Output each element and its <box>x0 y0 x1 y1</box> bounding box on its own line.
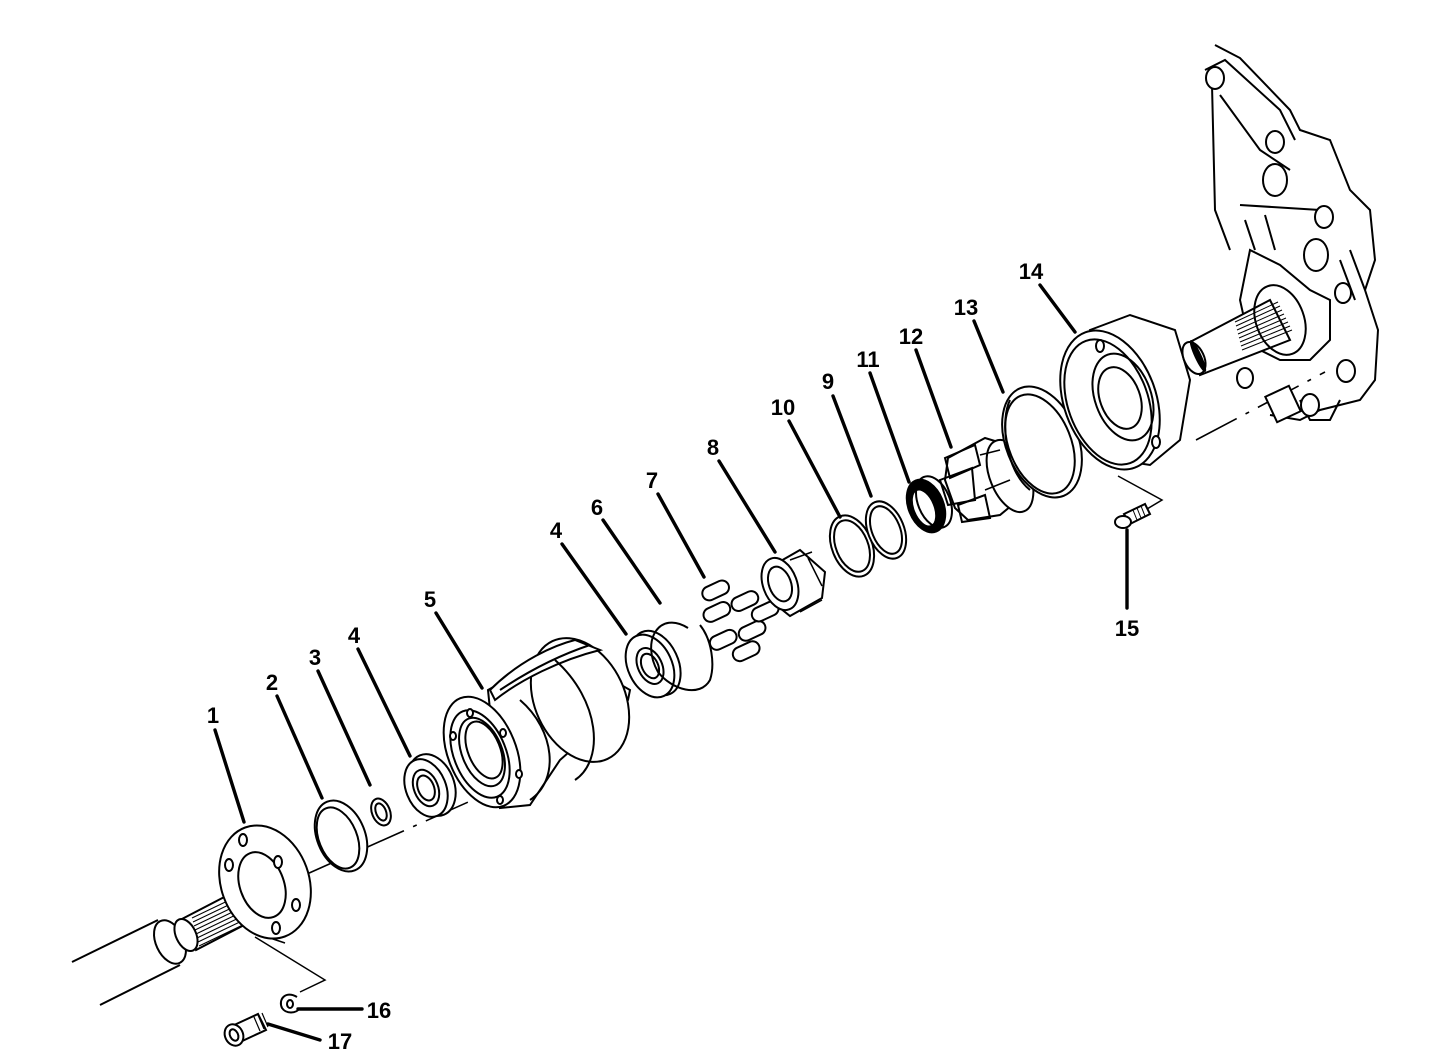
callout-6: 6 <box>590 495 604 520</box>
leader-12 <box>914 348 953 449</box>
callout-13: 13 <box>953 295 979 320</box>
callout-1: 1 <box>206 703 220 728</box>
part-1-output-flange <box>173 824 312 952</box>
leader-4b <box>560 542 628 636</box>
callout-14: 14 <box>1018 259 1044 284</box>
callout-17: 17 <box>327 1029 353 1054</box>
callout-2: 2 <box>265 670 279 695</box>
leader-13 <box>972 319 1005 394</box>
part-2-seal <box>313 799 369 873</box>
part-5-housing <box>442 637 632 810</box>
leader-5 <box>434 611 484 690</box>
part-4-bearing-upper <box>624 629 682 699</box>
part-10-thrust-washer <box>828 514 876 578</box>
part-4-bearing-lower <box>403 753 457 818</box>
callout-10: 10 <box>770 395 796 420</box>
leader-6 <box>601 518 662 605</box>
part-3-snap-ring <box>370 797 392 827</box>
part-6-retaining-ring <box>650 621 714 691</box>
leader-8 <box>717 459 777 554</box>
part-15-bolt <box>1114 502 1152 529</box>
part-14-adapter-plate <box>1059 313 1192 471</box>
callout-9: 9 <box>821 369 835 394</box>
leader-14 <box>1038 283 1077 334</box>
part-17-bolt <box>223 1012 269 1047</box>
callout-12: 12 <box>898 324 924 349</box>
bolt16-alignment <box>254 936 327 993</box>
part-9-thrust-washer <box>864 500 908 560</box>
transmission-case <box>1181 44 1380 424</box>
callout-11: 11 <box>856 347 880 372</box>
leader-10 <box>787 419 842 519</box>
bolt15-alignment <box>1117 475 1164 513</box>
part-11-spring <box>905 475 953 534</box>
part-12-cage <box>938 436 1035 524</box>
leader-17 <box>266 1022 322 1042</box>
callout-8: 8 <box>706 435 720 460</box>
leader-7 <box>656 492 706 579</box>
part-8-roller-clutch <box>760 548 827 618</box>
leader-1 <box>213 728 246 824</box>
callout-16: 16 <box>366 998 392 1023</box>
part-16-washer <box>279 993 301 1014</box>
leader-2 <box>275 694 324 800</box>
callout-4-lower: 4 <box>347 623 361 648</box>
callout-4-upper: 4 <box>549 518 563 543</box>
leader-4a <box>356 647 412 758</box>
callout-3: 3 <box>308 645 322 670</box>
leader-9 <box>831 394 873 498</box>
leader-11 <box>868 371 911 484</box>
centerline-upper <box>1195 371 1326 441</box>
callout-7: 7 <box>645 468 659 493</box>
leader-3 <box>316 669 372 787</box>
callout-15: 15 <box>1114 616 1140 641</box>
callout-5: 5 <box>423 587 437 612</box>
leader-lines <box>213 283 1129 1042</box>
part-7-rollers <box>701 579 780 663</box>
